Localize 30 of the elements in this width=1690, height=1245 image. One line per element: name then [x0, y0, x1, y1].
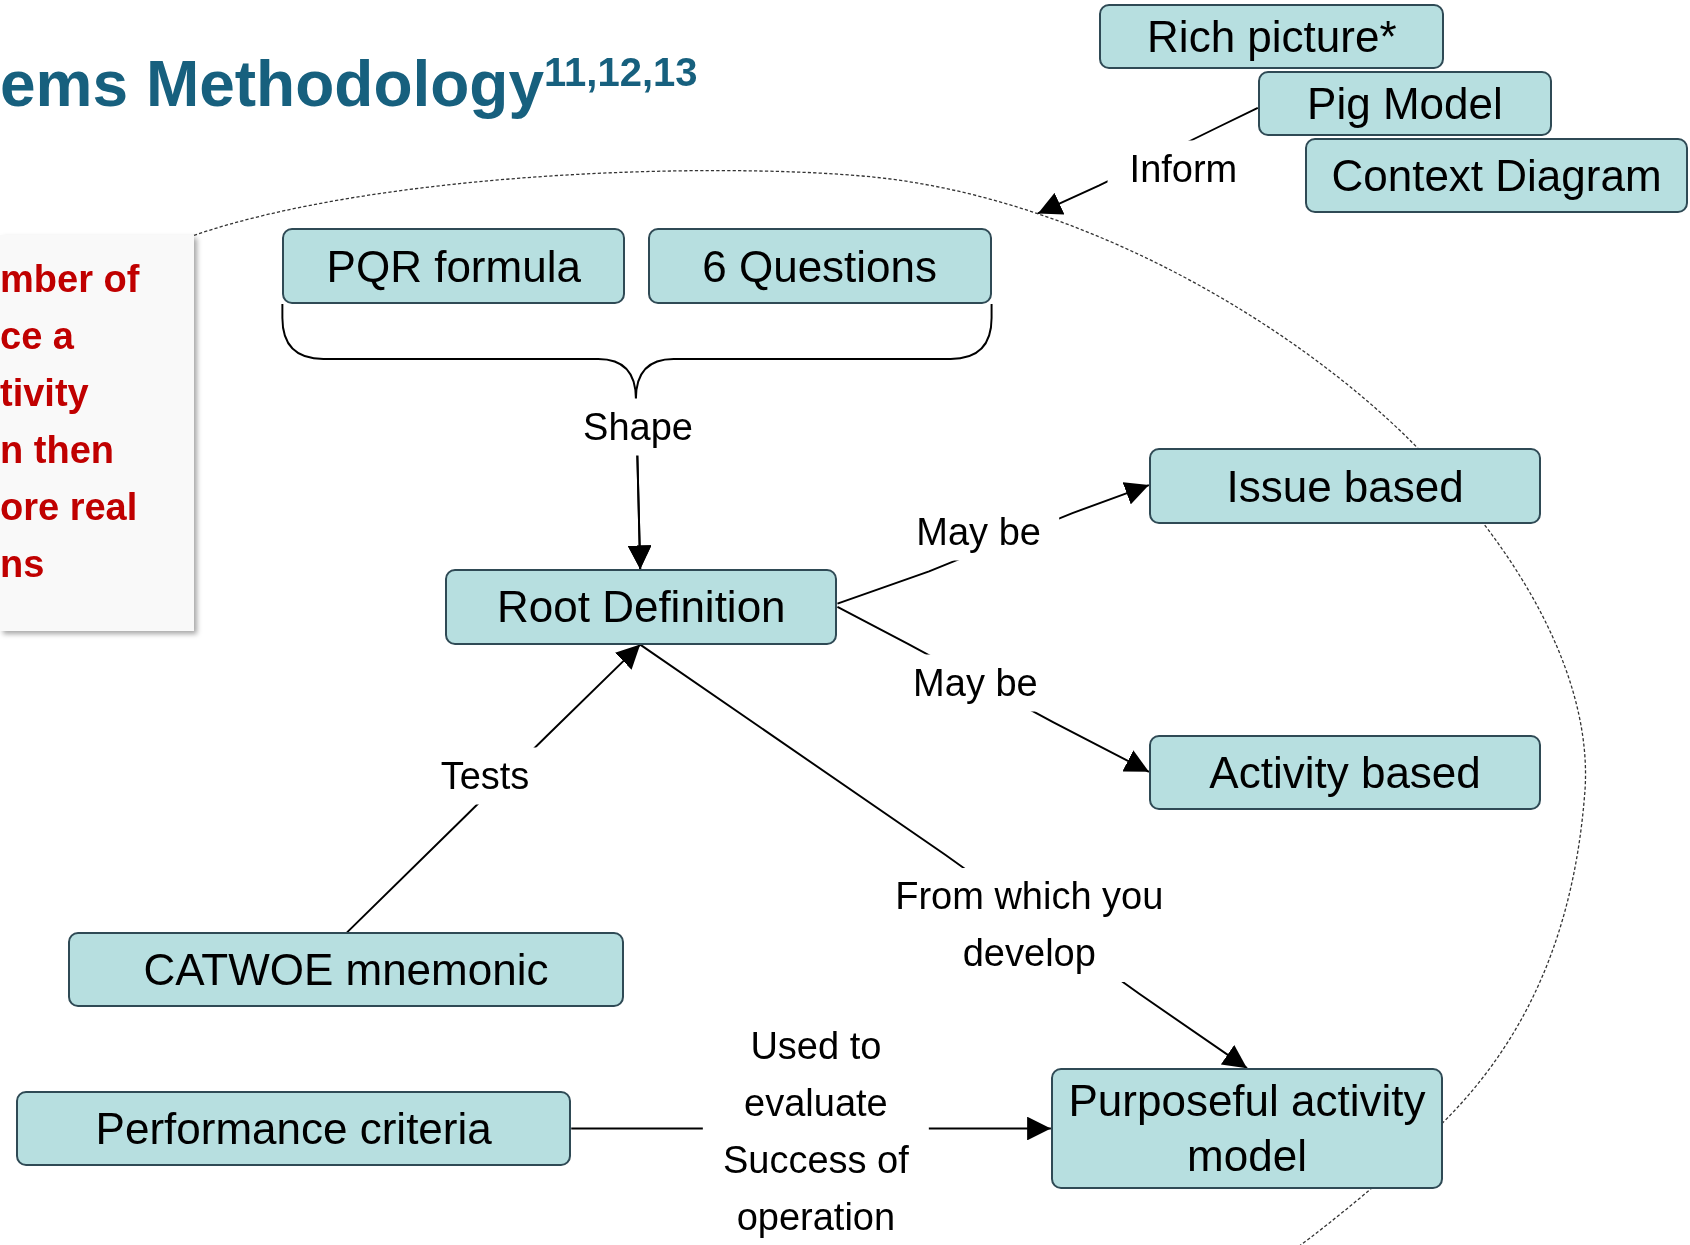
process-box [1050, 1068, 1444, 1189]
process-box [16, 1090, 572, 1167]
box-label: Pig Model [1307, 77, 1503, 130]
note-panel [0, 234, 194, 631]
note-text: ns [0, 541, 45, 587]
box-label: Activity based [1209, 747, 1481, 800]
process-box [1148, 735, 1542, 811]
process-box [1099, 4, 1445, 69]
note-text: ce a [0, 313, 74, 359]
process-box [445, 569, 838, 645]
note-text: mber of [0, 256, 140, 302]
process-box [1148, 448, 1542, 524]
note-text: tivity [0, 370, 89, 416]
process-box [647, 228, 992, 304]
box-label: Performance criteria [95, 1102, 492, 1155]
process-box [1305, 137, 1688, 214]
box-label: CATWOE mnemonic [143, 943, 549, 996]
process-box [282, 228, 626, 304]
box-label: PQR formula [326, 240, 581, 293]
process-box [1257, 71, 1553, 136]
box-label: 6 Questions [702, 240, 938, 293]
note-text: ore real [0, 484, 138, 530]
note-text: n then [0, 427, 114, 473]
box-label: Purposeful activity model [1067, 1075, 1427, 1183]
box-label: Rich picture* [1147, 11, 1397, 64]
box-label: Context Diagram [1331, 150, 1662, 203]
box-label: Root Definition [496, 581, 786, 634]
connector-arrow [627, 303, 993, 571]
process-box [67, 932, 625, 1007]
box-label: Issue based [1226, 460, 1464, 513]
